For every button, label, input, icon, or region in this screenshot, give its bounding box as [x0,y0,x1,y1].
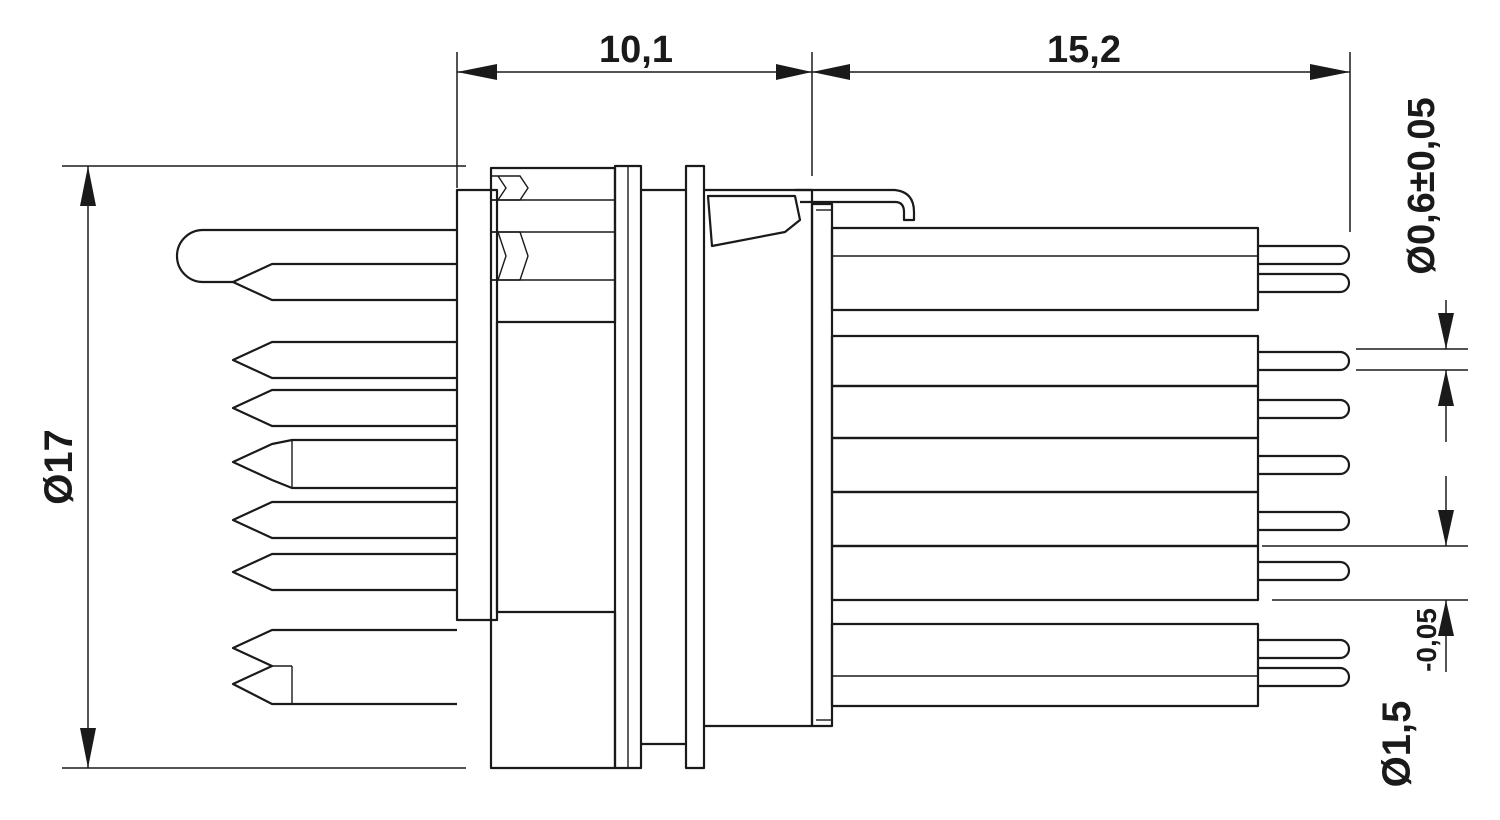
dimension-solder-pin-tolerance: -0,05 [1411,608,1442,672]
solder-pins-rear [1258,244,1351,688]
dimension-outer-diameter: Ø17 [37,429,81,505]
dimension-contact-pin-diameter: Ø0,6±0,05 [1401,97,1443,274]
solder-cups-rear [830,226,1260,708]
dimension-solder-pin-diameter: Ø1,5 [1375,701,1419,788]
connector-body [455,164,916,770]
dimension-width-right: 15,2 [1047,29,1121,71]
dimension-width-left: 10,1 [599,29,673,71]
contact-pins-front [175,228,457,706]
contact-pin-diameter-dimension: Ø0,6±0,05 [1356,97,1468,442]
solder-pin-diameter-dimension: Ø1,5 -0,05 [1262,476,1468,787]
width-dimensions: 10,1 15,2 [456,29,1351,232]
diameter-dimension: Ø17 [37,165,466,769]
